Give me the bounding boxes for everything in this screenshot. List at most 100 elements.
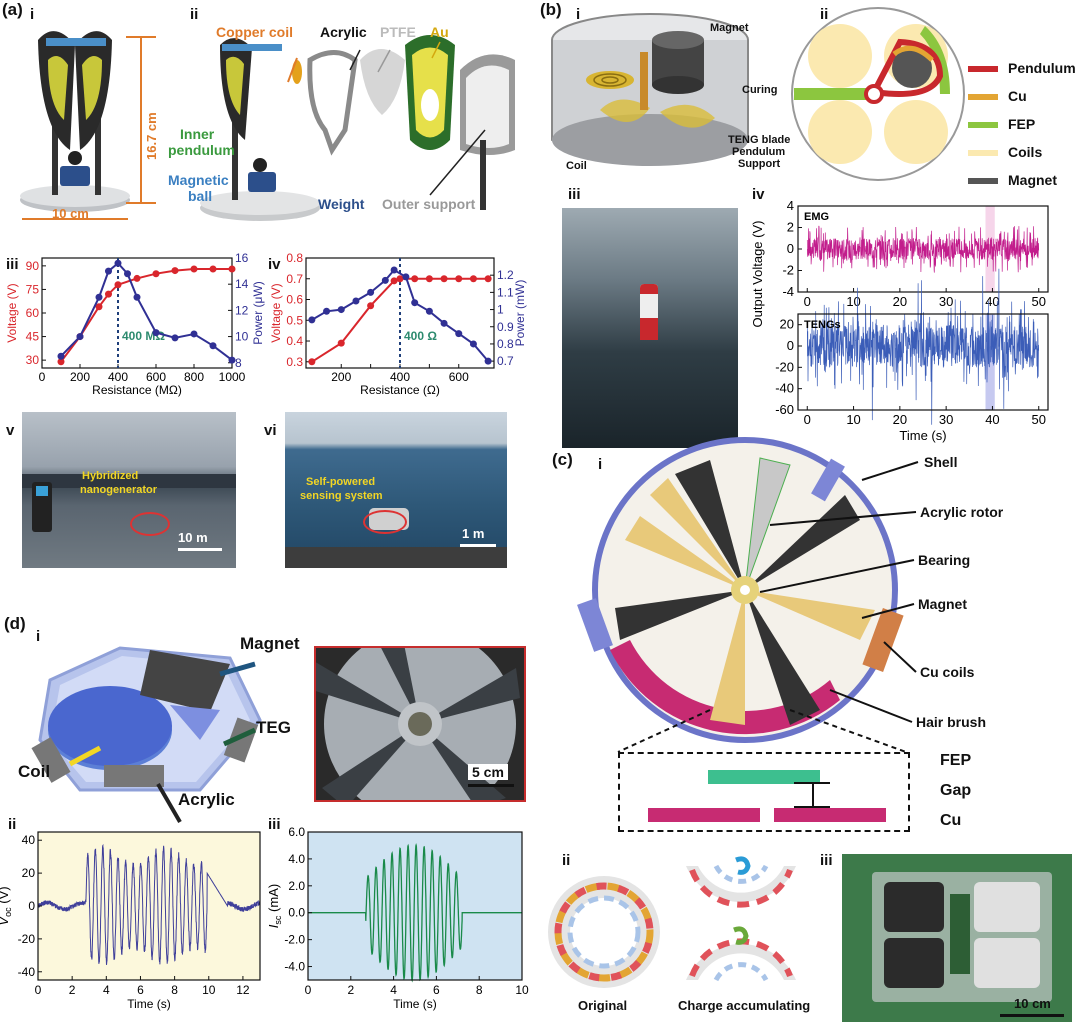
series-point-1 <box>367 288 375 296</box>
c-i-fep-label: FEP <box>940 752 972 769</box>
a-ii-outer-support-label: Outer support <box>382 196 476 212</box>
c-i-fep-layer <box>708 770 820 784</box>
legend-item-pendulum <box>968 66 998 72</box>
legend-item-magnet <box>968 178 998 184</box>
c-i-cu-layer-right <box>774 808 886 822</box>
series-point-0 <box>114 281 122 289</box>
x-tick-label: 800 <box>184 370 204 384</box>
series-point-1 <box>411 299 419 307</box>
c-i-cu-coils-label: Cu coils <box>920 664 975 680</box>
signal-trace <box>806 225 1040 273</box>
sublabel-c-i: i <box>598 456 603 473</box>
y-tick-label: 0.7 <box>286 272 303 286</box>
legend-label-cu: Cu <box>1008 88 1027 104</box>
y-tick-label: 60 <box>26 306 40 320</box>
c-iii-scale-bar <box>1000 1014 1064 1017</box>
series-point-1 <box>469 340 477 348</box>
d-i-teg-label: TEG <box>256 718 291 737</box>
sublabel-c-iii: iii <box>820 852 833 869</box>
series-point-0 <box>411 275 419 283</box>
y-tick-label: -40 <box>18 965 36 979</box>
y-tick-label: 6.0 <box>288 825 305 839</box>
a-i-device-illustration <box>20 31 130 212</box>
sublabel-a-iii: iii <box>6 256 19 273</box>
a-i-width-dim-line <box>22 218 128 220</box>
sublabel-a-v: v <box>6 422 15 439</box>
b-i-curing-label: Curing <box>742 84 778 96</box>
d-i-scale-bar <box>468 784 514 787</box>
series-point-0 <box>209 265 217 273</box>
legend-item-fep <box>968 122 998 128</box>
sublabel-a-vi: vi <box>264 422 277 439</box>
x-tick-label: 400 <box>108 370 128 384</box>
y-axis-label: Output Voltage (V) <box>750 221 765 328</box>
y-tick-label: 40 <box>22 833 36 847</box>
d-i-device-illustration <box>31 646 262 824</box>
series-point-0 <box>105 290 112 298</box>
d-i-scale-label: 5 cm <box>468 764 508 780</box>
y-tick-label: 30 <box>26 353 40 367</box>
c-iii-photo <box>842 854 1072 1022</box>
a-i-height-dim-line <box>140 36 142 204</box>
series-point-0 <box>95 303 103 311</box>
y2-tick-label: 10 <box>235 330 249 344</box>
sublabel-b-i: i <box>576 6 581 23</box>
sublabel-c-ii: ii <box>562 852 571 869</box>
series-point-1 <box>352 297 360 305</box>
x-tick-label: 30 <box>939 412 953 427</box>
a-ii-inner-pendulum-label-1: Inner <box>180 126 215 142</box>
c-ii-original-ring <box>548 876 660 988</box>
series-point-1 <box>323 307 331 315</box>
series-point-1 <box>114 259 122 267</box>
x-tick-label: 50 <box>1032 412 1046 427</box>
x-tick-label: 0 <box>804 294 811 309</box>
x-tick-label: 10 <box>515 983 529 997</box>
y2-tick-label: 0.9 <box>497 320 514 334</box>
x-axis-label: Time (s) <box>393 997 437 1011</box>
x-axis-label: Time (s) <box>127 997 171 1011</box>
y-tick-label: 0.8 <box>286 251 303 265</box>
series-point-0 <box>308 358 316 366</box>
b-i-device-illustration <box>551 13 749 166</box>
series-point-1 <box>228 356 236 364</box>
y2-tick-label: 0.8 <box>497 337 514 351</box>
signal-trace <box>37 843 261 965</box>
legend-item-cu <box>968 94 998 100</box>
y-tick-label: 0.3 <box>286 355 303 369</box>
series-point-1 <box>381 276 389 284</box>
series-point-1 <box>105 267 112 275</box>
y-tick-label: 0.4 <box>286 334 303 348</box>
sublabel-d-i: i <box>36 628 41 645</box>
y-tick-label: -2.0 <box>284 933 305 947</box>
x-axis-label: Time (s) <box>899 428 946 443</box>
c-ii-accumulating-ring-bottom <box>686 926 796 982</box>
c-i-cu-layer-left <box>648 808 760 822</box>
x-axis-label: Resistance (Ω) <box>360 383 440 397</box>
y-tick-label: -4 <box>782 284 794 299</box>
c-ii-accumulating-ring-top <box>686 856 796 908</box>
sublabel-b-ii: ii <box>820 6 829 23</box>
a-v-scale-label: 10 m <box>178 530 208 545</box>
x-tick-label: 20 <box>893 294 907 309</box>
y2-tick-label: 0.7 <box>497 354 514 368</box>
series-point-1 <box>390 266 398 274</box>
y-tick-label: -20 <box>18 932 36 946</box>
y-axis-label: Voltage (V) <box>5 283 19 342</box>
y-tick-label: 75 <box>26 282 40 296</box>
c-i-rotor-illustration <box>577 437 904 743</box>
b-iii-photo <box>562 208 738 448</box>
x-tick-label: 6 <box>137 983 144 997</box>
y2-tick-label: 1.2 <box>497 268 514 282</box>
a-ii-copper-coil-label: Copper coil <box>216 24 294 40</box>
y-tick-label: 0.5 <box>286 313 303 327</box>
series-point-1 <box>124 270 131 278</box>
series-point-0 <box>190 265 198 273</box>
y2-axis-label: Power (μW) <box>251 281 265 345</box>
series-point-0 <box>390 277 398 285</box>
